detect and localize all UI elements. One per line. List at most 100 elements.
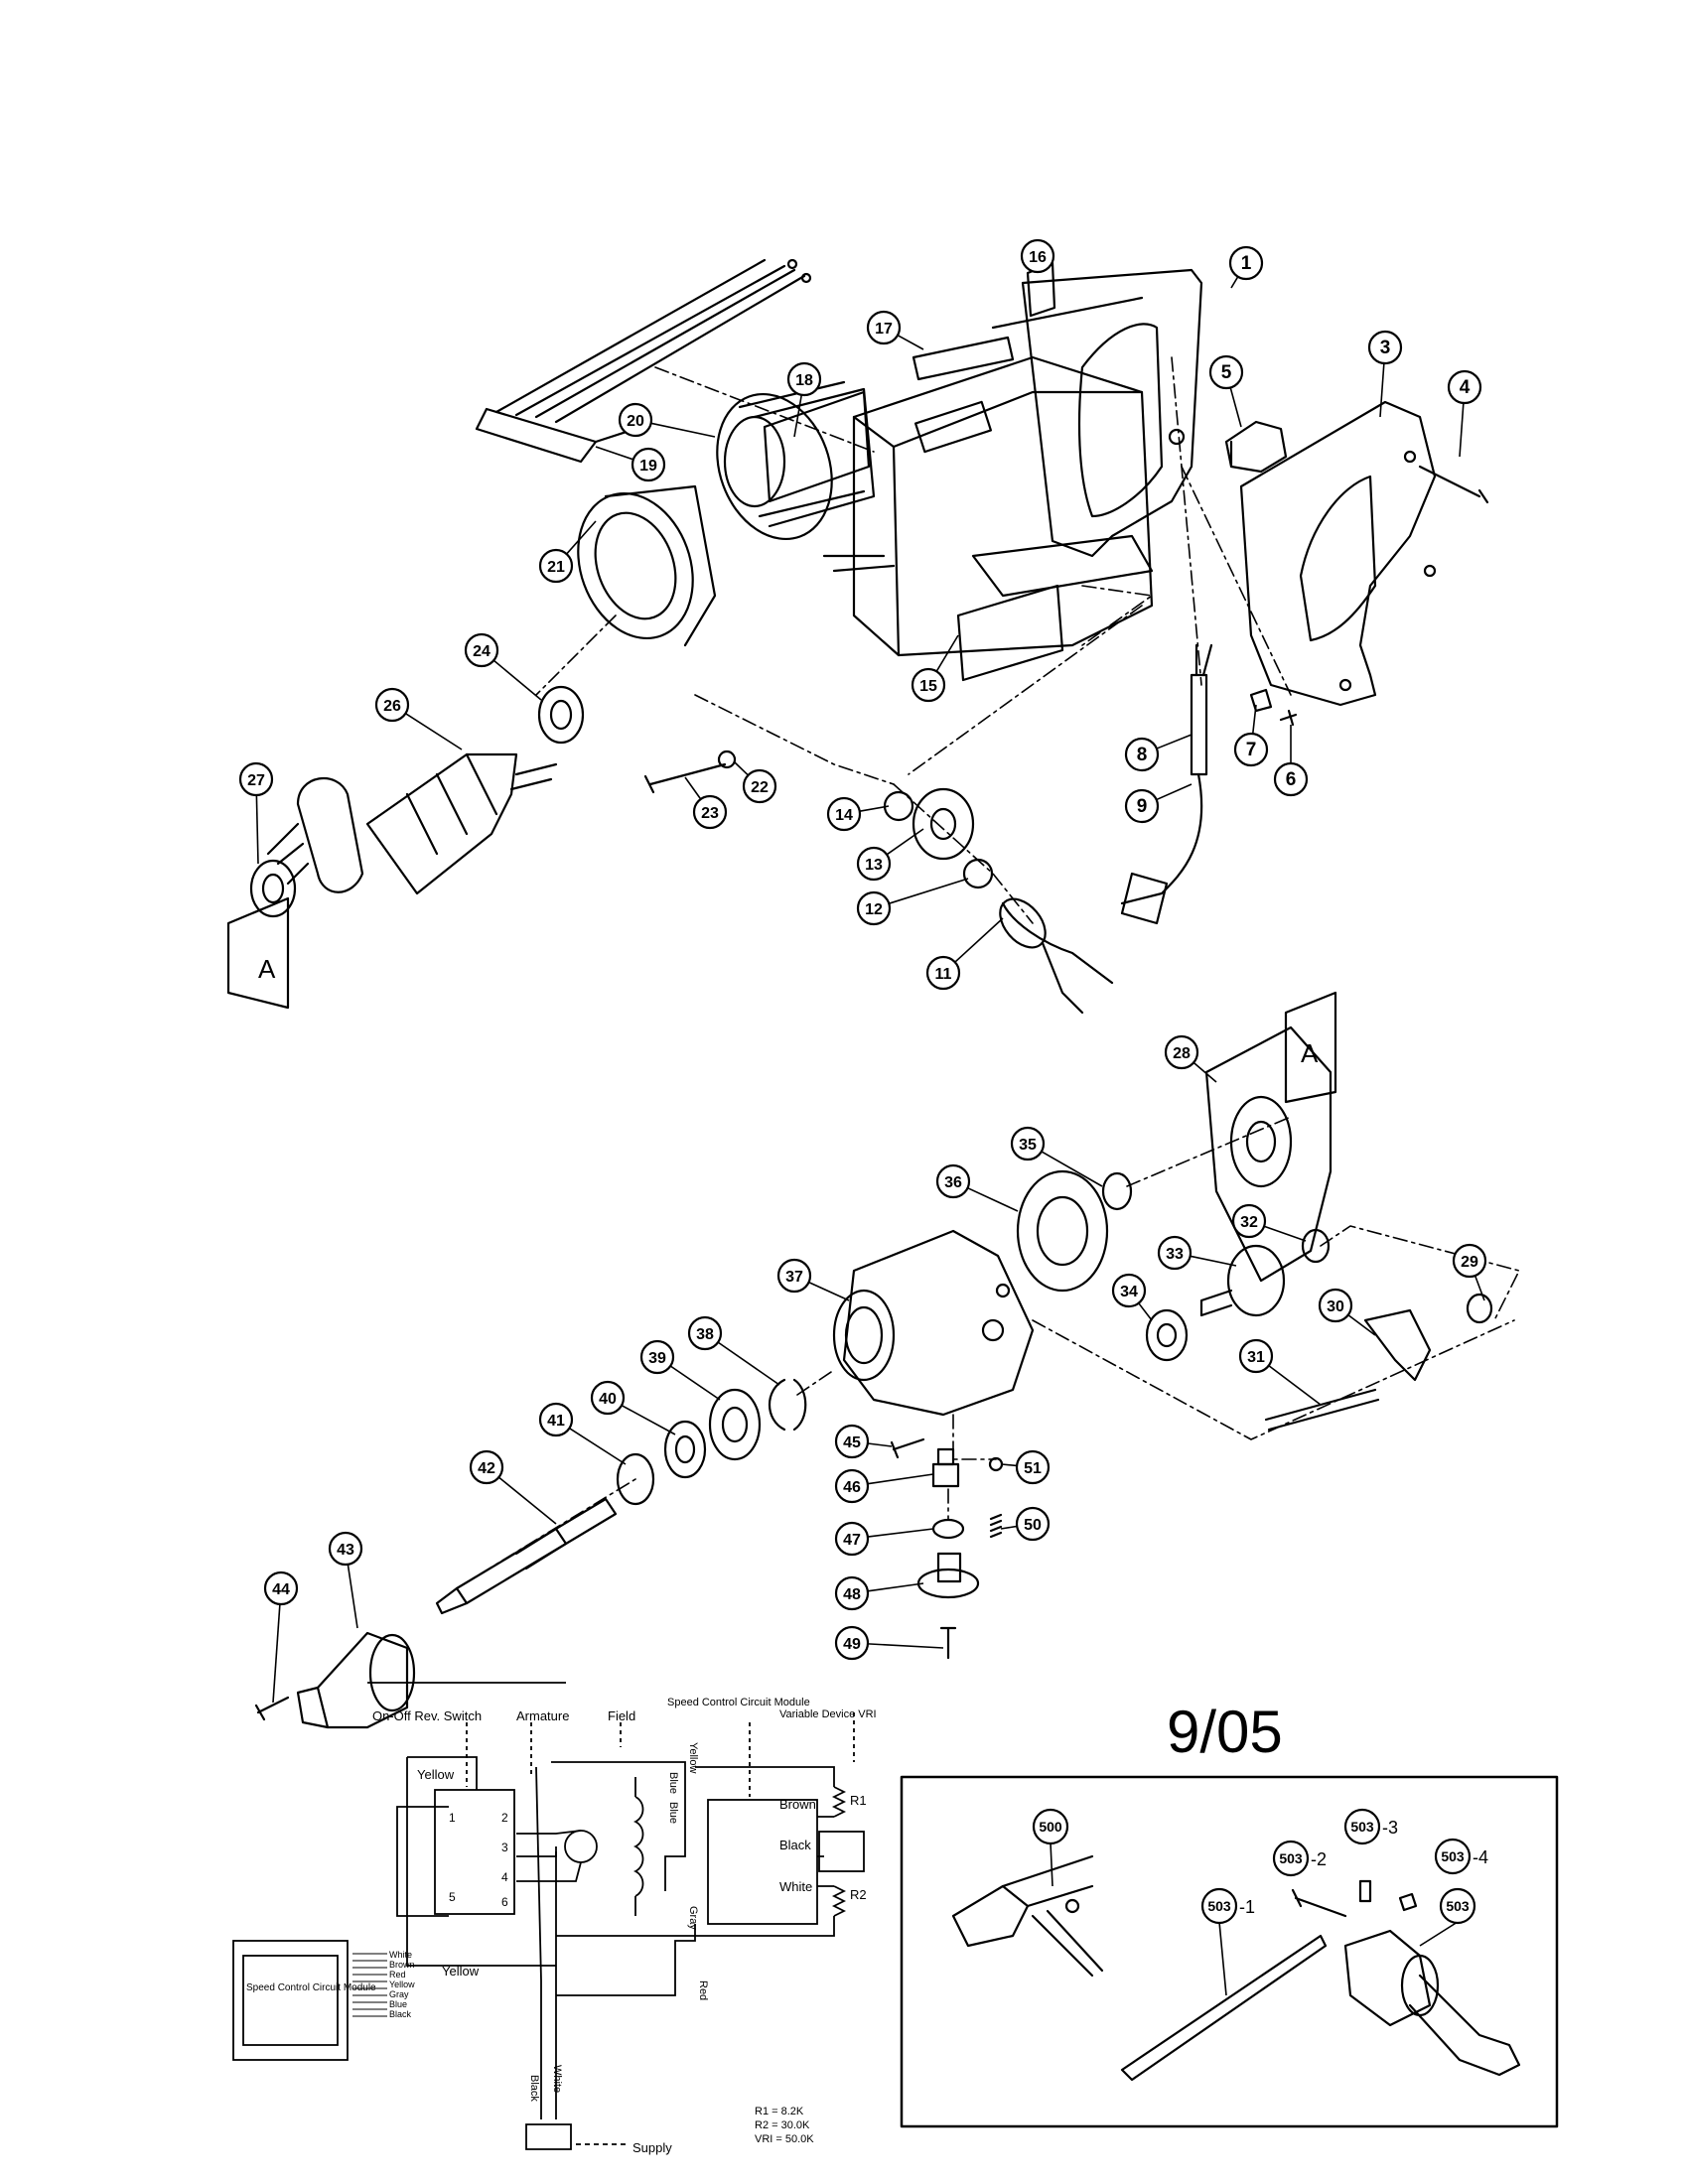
dial-48 (916, 1552, 980, 1599)
part-callout-19: 19 (595, 446, 666, 482)
part-callout-36: 36 (935, 1163, 1019, 1212)
wire-label-vertical: Black (528, 2075, 540, 2102)
callout-leader (1156, 734, 1193, 750)
part-callout-12: 12 (856, 878, 969, 926)
callout-number: 18 (795, 372, 813, 389)
callout-circle (1439, 1887, 1476, 1925)
callout-circle (1272, 1840, 1310, 1877)
wire-label-vertical: White (551, 2065, 563, 2093)
callout-number: 22 (751, 779, 769, 796)
callout-circle (1200, 1887, 1238, 1925)
field-coil-20 (716, 380, 896, 573)
speed-control-module (707, 1799, 818, 1925)
callout-number: 46 (843, 1479, 861, 1496)
part-callout-30: 30 (1318, 1288, 1376, 1336)
pinion-33 (1199, 1244, 1286, 1317)
wire-label-vertical: Blue (667, 1802, 679, 1824)
wire-brown: Brown (779, 1797, 816, 1812)
callout-circle (856, 846, 892, 882)
callout-leader (886, 828, 924, 856)
callout-number: 51 (1024, 1460, 1042, 1477)
callout-number: 43 (337, 1542, 354, 1559)
callout-number: 29 (1461, 1254, 1478, 1271)
callout-number: 7 (1246, 740, 1257, 760)
callout-circle (1020, 238, 1055, 274)
callout-number: 503 (1441, 1848, 1465, 1864)
callout-circle (1447, 369, 1482, 405)
callout-number: 16 (1029, 249, 1047, 266)
section-marker-bottom: A (1301, 1038, 1319, 1068)
callout-number: 49 (843, 1636, 861, 1653)
spindle-42 (435, 1497, 618, 1615)
callout-circle (1318, 1288, 1353, 1323)
callout-leader (1459, 402, 1465, 458)
callout-number: 40 (599, 1391, 617, 1408)
callout-circle (1015, 1449, 1051, 1485)
callout-circle (538, 548, 574, 584)
part-callout-1: 1 (1228, 245, 1264, 289)
screw-503-2 (1291, 1888, 1347, 1918)
part-callout-15: 15 (911, 634, 959, 703)
gear-13 (912, 787, 975, 861)
callout-circle (238, 761, 274, 797)
chuck-key-500 (951, 1854, 1104, 1978)
callout-circle (374, 687, 410, 723)
callout-circle (834, 1468, 870, 1504)
callout-circle (464, 632, 499, 668)
callout-leader (1138, 1302, 1153, 1321)
part-callout-41: 41 (538, 1402, 627, 1465)
switch-terminal-1: 1 (449, 1811, 456, 1825)
callout-circle (1015, 1506, 1051, 1542)
bearing-34 (1145, 1308, 1189, 1362)
header-field: Field (608, 1708, 635, 1723)
part-callout-16: 16 (1020, 238, 1055, 274)
part-callout-31: 31 (1238, 1338, 1322, 1406)
pin-31 (1264, 1388, 1380, 1432)
callout-circle (742, 768, 777, 804)
part-callout-51: 51 (1001, 1449, 1051, 1485)
callout-number: 34 (1120, 1284, 1138, 1300)
wire-label-vertical: Blue (667, 1772, 679, 1794)
clip-503-3 (1358, 1879, 1372, 1903)
callout-leader (595, 446, 634, 461)
callout-leader (935, 634, 959, 672)
callout-circle (1010, 1126, 1046, 1161)
callout-circle (834, 1521, 870, 1557)
washer-40 (663, 1420, 707, 1479)
callout-circle (1238, 1338, 1274, 1374)
callout-circle (328, 1531, 363, 1567)
callout-number: 20 (627, 413, 644, 430)
callout-number: 35 (1019, 1137, 1037, 1154)
wire-black: Black (779, 1838, 811, 1852)
part-callout-13: 13 (856, 828, 924, 882)
variable-resistor (818, 1831, 865, 1872)
washer-22 (717, 750, 737, 769)
callout-circle (469, 1449, 504, 1485)
legend-yellow: Yellow (389, 1979, 415, 1989)
side-handle-503 (1343, 1929, 1521, 2077)
part-callout-39: 39 (639, 1339, 721, 1401)
ring-12 (962, 858, 994, 889)
accessory-callout-503-1: 503-1 (1200, 1887, 1255, 1996)
part-callout-4: 4 (1447, 369, 1482, 458)
callout-number: 37 (785, 1269, 803, 1286)
spec-r2: R2 = 30.0K (755, 2119, 810, 2131)
part-callout-37: 37 (776, 1258, 850, 1301)
callout-leader (867, 1528, 934, 1538)
date-code: 9/05 (1167, 1699, 1283, 1765)
switch-terminal-4: 4 (501, 1870, 508, 1884)
callout-circle (692, 794, 728, 830)
callout-number: 31 (1247, 1349, 1265, 1366)
callout-number: 48 (843, 1586, 861, 1603)
callout-number: 23 (701, 805, 719, 822)
callout-leader (1156, 783, 1193, 801)
part-callout-22: 22 (734, 761, 777, 804)
legend-red: Red (389, 1970, 406, 1979)
o-ring-14 (883, 790, 914, 822)
part-callout-34: 34 (1111, 1273, 1153, 1321)
supply-label: Supply (632, 2140, 672, 2155)
callout-leader (405, 712, 463, 751)
callout-number: 14 (835, 807, 853, 824)
callout-circle (935, 1163, 971, 1199)
